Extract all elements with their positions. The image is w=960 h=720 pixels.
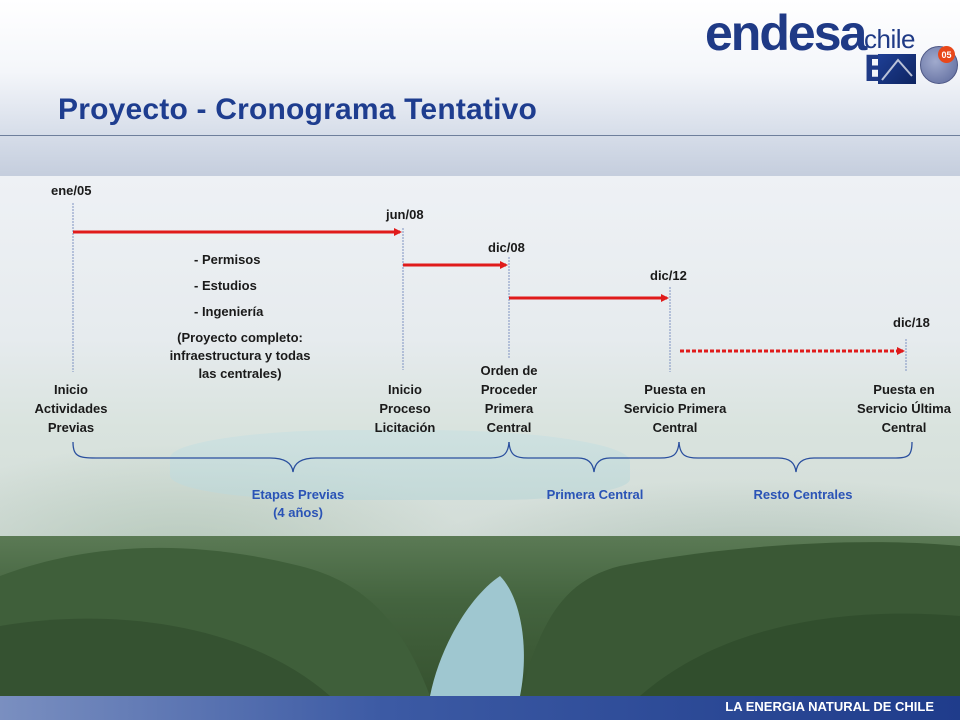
activity-item: - Permisos — [194, 252, 261, 267]
phase-etapas-previas: Etapas Previas (4 años) — [233, 486, 363, 522]
date-jun08: jun/08 — [386, 207, 424, 222]
milestone-line: Previas — [47, 420, 95, 435]
date-ene05: ene/05 — [51, 183, 92, 198]
milestone-orden-proceder: Orden de Proceder Primera Central — [459, 361, 559, 437]
seal-number: 05 — [938, 46, 955, 63]
phase-braces — [72, 441, 913, 473]
milestone-inicio-licitacion: Inicio Proceso Licitación — [355, 380, 455, 437]
title-underline — [0, 135, 960, 136]
milestone-line: Licitación — [374, 420, 436, 435]
date-dic12: dic/12 — [650, 268, 687, 283]
activity-note-line: las centrales) — [198, 366, 282, 381]
brace-resto-centrales — [678, 441, 913, 473]
milestone-inicio-actividades: Inicio Actividades Previas — [21, 380, 121, 437]
footer-bar: LA ENERGIA NATURAL DE CHILE — [0, 696, 960, 720]
milestone-line: Central — [881, 420, 927, 435]
milestone-line: Inicio — [54, 382, 88, 397]
phase-line: Resto Centrales — [753, 487, 853, 502]
lake-image — [170, 430, 630, 500]
phase-line: Etapas Previas — [251, 487, 345, 502]
footer-slogan: LA ENERGIA NATURAL DE CHILE — [725, 699, 934, 714]
header-background — [0, 0, 960, 180]
phase-line: (4 años) — [273, 505, 323, 520]
activity-note-line: (Proyecto completo: — [177, 330, 303, 345]
page-title: Proyecto - Cronograma Tentativo — [58, 93, 538, 126]
brace-etapas-previas — [72, 441, 510, 473]
date-dic18: dic/18 — [893, 315, 930, 330]
milestone-line: Central — [652, 420, 698, 435]
milestone-line: Proceso — [379, 401, 431, 416]
valley-image — [0, 542, 960, 696]
milestone-line: Proceder — [480, 382, 538, 397]
milestone-line: Inicio — [388, 382, 422, 397]
milestone-line: Actividades — [34, 401, 108, 416]
logo-badge-icon — [878, 54, 916, 84]
activity-item: - Ingeniería — [194, 304, 264, 319]
phase-line: Primera Central — [546, 487, 644, 502]
activity-note-line: infraestructura y todas — [169, 348, 311, 363]
milestone-line: Servicio Primera — [623, 401, 727, 416]
milestone-line: Primera — [484, 401, 534, 416]
milestone-puesta-primera: Puesta en Servicio Primera Central — [610, 380, 740, 437]
milestone-line: Servicio Última — [857, 401, 951, 416]
milestone-line: Puesta en — [873, 382, 935, 397]
phase-primera-central: Primera Central — [530, 486, 660, 504]
milestone-line: Puesta en — [644, 382, 706, 397]
milestone-line: Orden de — [480, 363, 538, 378]
brace-primera-central — [508, 441, 680, 473]
activities-list: - Permisos - Estudios - Ingeniería (Proy… — [150, 247, 330, 383]
logo-brand: endesa — [705, 5, 867, 61]
milestone-puesta-ultima: Puesta en Servicio Última Central — [848, 380, 960, 437]
logo-suffix: chile — [864, 24, 915, 54]
activity-item: - Estudios — [194, 278, 257, 293]
milestone-line: Central — [486, 420, 532, 435]
timeline-arrows — [73, 228, 905, 355]
date-dic08: dic/08 — [488, 240, 525, 255]
activity-note: (Proyecto completo: infraestructura y to… — [150, 329, 330, 383]
phase-resto-centrales: Resto Centrales — [738, 486, 868, 504]
